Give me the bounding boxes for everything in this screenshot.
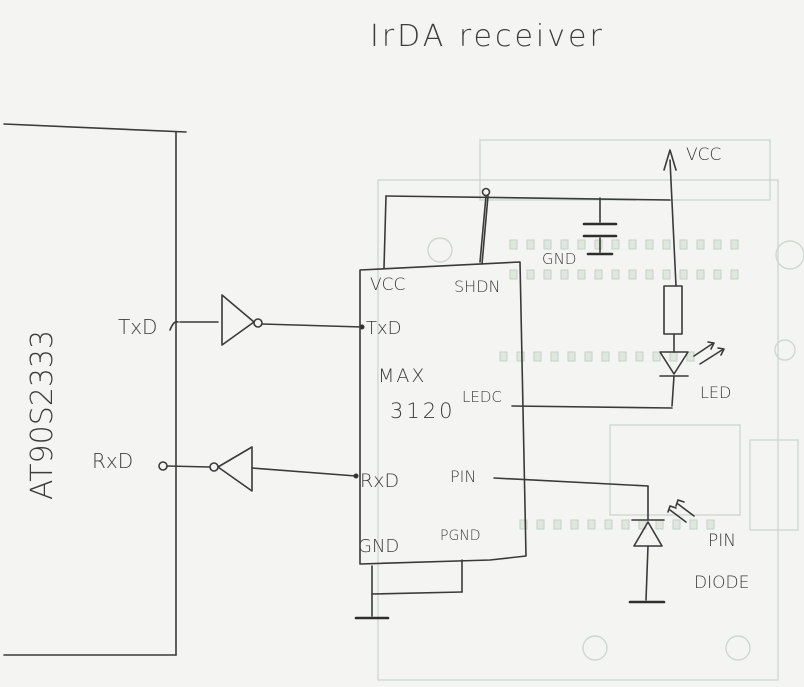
ghost-pad	[533, 351, 542, 362]
ghost-pad	[587, 519, 596, 530]
ghost-pad	[519, 519, 528, 530]
background-pcb-ghost	[377, 139, 804, 681]
ghost-pad	[618, 351, 627, 362]
ghost-pad	[553, 519, 562, 530]
ghost-pad	[628, 239, 637, 250]
ic-pin-gnd: GND	[358, 536, 399, 557]
ghost-pad	[689, 519, 698, 530]
ghost-pad	[526, 239, 535, 250]
ghost-pad	[635, 351, 644, 362]
cap-gnd-label: GND	[542, 250, 576, 268]
ic-pin-pgnd: PGND	[440, 528, 481, 544]
vcc-label: VCC	[686, 145, 721, 165]
ghost-pad	[567, 351, 576, 362]
ghost-pad	[536, 519, 545, 530]
ghost-pad	[516, 351, 525, 362]
ghost-pad	[509, 239, 518, 250]
ic-pin-rxd: RxD	[360, 470, 399, 492]
diagram-title: IrDA receiver	[370, 19, 605, 54]
mcu-name: AT90S2333	[25, 330, 60, 500]
ghost-pad	[577, 269, 586, 280]
ic-pin-pin: PIN	[450, 467, 476, 486]
ghost-pad	[730, 269, 739, 280]
ghost-pad	[560, 269, 569, 280]
ghost-pad	[730, 239, 739, 250]
ghost-pad	[669, 351, 678, 362]
ghost-pad	[611, 269, 620, 280]
pin-diode-branch: PIN DIODE	[493, 477, 749, 604]
ghost-pad	[594, 239, 603, 250]
ghost-pad	[621, 519, 630, 530]
ghost-pad	[560, 239, 569, 250]
ghost-pad	[550, 351, 559, 362]
ghost-pad	[509, 269, 518, 280]
ghost-pad	[577, 239, 586, 250]
pin-diode-label-2: DIODE	[694, 573, 749, 593]
ghost-pad	[679, 239, 688, 250]
ghost-pad	[543, 239, 552, 250]
mcu-pin-txd-label: TxD	[118, 315, 157, 339]
ghost-pad	[655, 519, 664, 530]
ghost-pad	[543, 269, 552, 280]
ghost-pad	[696, 239, 705, 250]
ic-name-line1: MAX	[378, 365, 426, 387]
mcu-block: AT90S2333 TxD RxD	[3, 123, 187, 656]
ghost-pad	[696, 269, 705, 280]
ghost-pad	[713, 269, 722, 280]
ghost-pad	[652, 351, 661, 362]
ghost-pad	[499, 351, 508, 362]
ghost-pad	[706, 519, 715, 530]
ghost-pad	[601, 351, 610, 362]
vcc-supply: VCC	[663, 145, 721, 287]
ic-max3120: VCC SHDN TxD MAX 3120 LEDC RxD PIN GND P…	[358, 261, 527, 565]
ic-pin-ledc: LEDC	[462, 388, 502, 406]
ic-ground	[354, 559, 463, 620]
led-label: LED	[700, 383, 731, 402]
ghost-pad	[594, 269, 603, 280]
ghost-pad	[645, 269, 654, 280]
mcu-pin-rxd-label: RxD	[92, 449, 133, 473]
ghost-pad	[645, 239, 654, 250]
ic-name-line2: 3120	[390, 399, 455, 423]
ghost-pad	[604, 519, 613, 530]
led-branch: LED	[511, 285, 731, 409]
rxd-signal	[158, 446, 359, 492]
ghost-pad	[679, 269, 688, 280]
ghost-pad	[662, 269, 671, 280]
ghost-pad	[526, 269, 535, 280]
ghost-pad	[570, 519, 579, 530]
ic-pin-txd: TxD	[366, 318, 402, 339]
vcc-bus: GND	[383, 187, 671, 269]
ghost-pad	[628, 269, 637, 280]
ghost-pad	[662, 239, 671, 250]
ghost-pad	[611, 239, 620, 250]
ghost-pad	[713, 239, 722, 250]
ic-pin-vcc: VCC	[370, 275, 405, 295]
pin-diode-label-1: PIN	[708, 531, 736, 551]
ghost-pad	[672, 519, 681, 530]
ic-pin-shdn: SHDN	[454, 277, 500, 296]
txd-signal	[169, 294, 365, 346]
ghost-pad	[584, 351, 593, 362]
